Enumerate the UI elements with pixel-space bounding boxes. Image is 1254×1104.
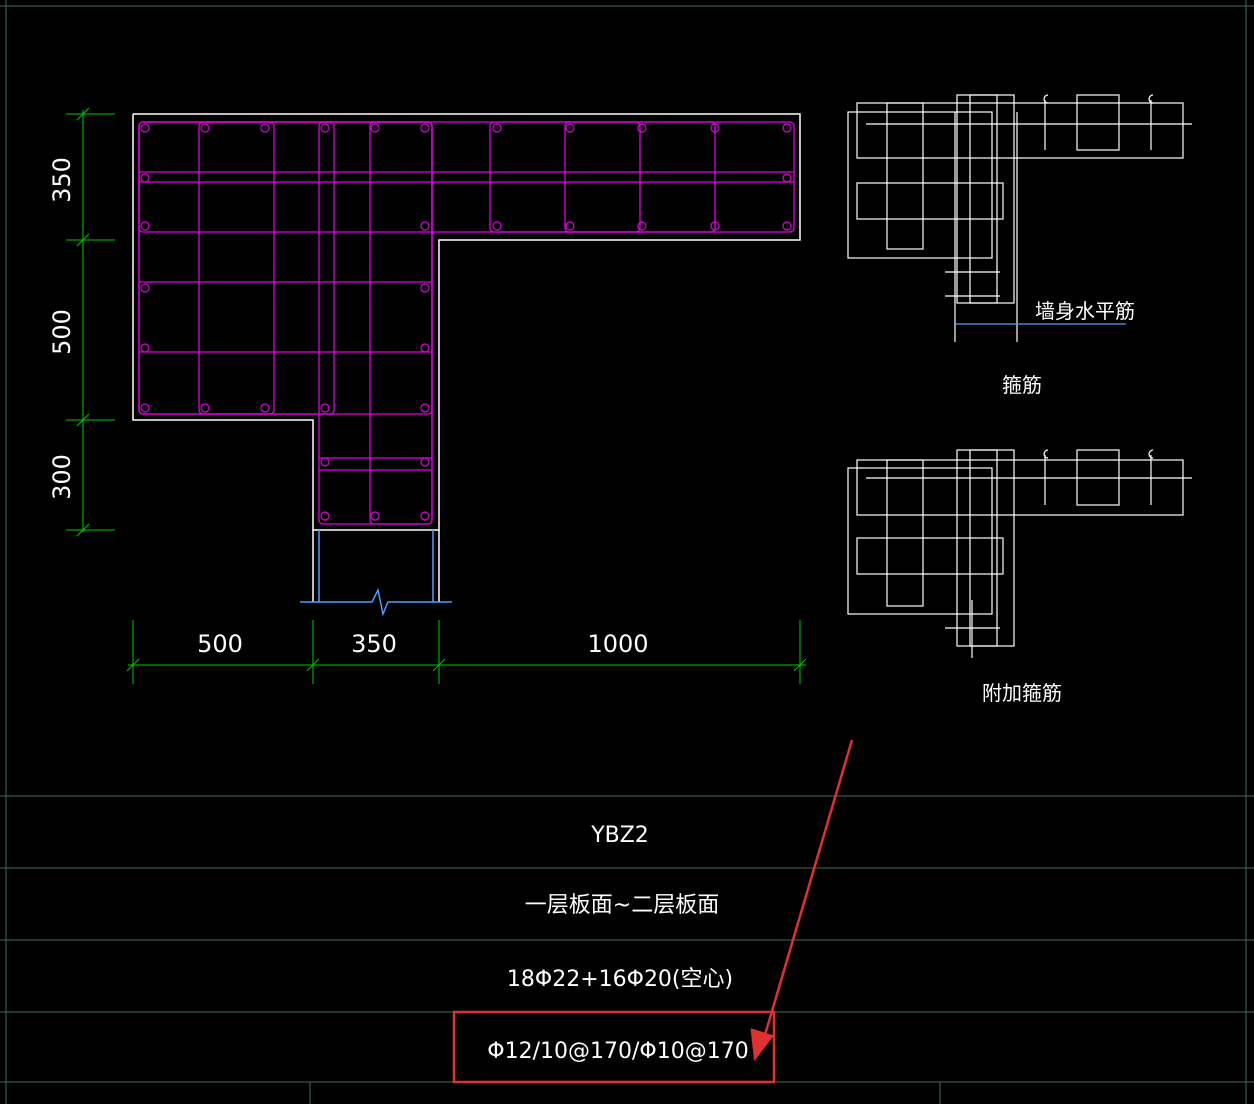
stirrup-reinforcement: Φ12/10@170/Φ10@170 [487,1039,748,1064]
dimension-labels: 350 500 300 500 350 1000 [48,157,649,658]
rebar-bar [492,123,502,133]
dim-vertical-3: 300 [48,454,76,500]
label-wall-horizontal-bar: 墙身水平筋 [1035,299,1135,323]
longitudinal-reinforcement: 18Φ22+16Φ20(空心) [507,967,733,992]
annotation-arrow [750,739,854,1062]
rebar-bar [200,403,210,413]
dim-horizontal-3: 1000 [587,630,648,658]
rebar-bar [260,403,270,413]
rebar-bar [782,123,792,133]
rebar-layout [138,121,795,525]
rebar-bar [492,221,502,231]
label-stirrup: 箍筋 [1002,373,1042,397]
rebar-bar [140,403,150,413]
rebar-bar [710,123,720,133]
rebar-bar [320,511,330,521]
rebar-bar [370,511,380,521]
highlight-box [452,1010,776,1084]
rebar-bar [260,123,270,133]
rebar-bar [420,457,430,467]
rebar-bar [782,221,792,231]
rebar-bar [320,403,330,413]
rebar-bar [782,173,792,183]
dim-horizontal-1: 500 [197,630,243,658]
rebar-bar [140,221,150,231]
rebar-bar [420,403,430,413]
rebar-bar [420,123,430,133]
rebar-bar [140,283,150,293]
column-name: YBZ2 [590,823,649,848]
stirrup-detail [847,94,1192,342]
elevation-range: 一层板面~二层板面 [525,893,719,918]
rebar-bar [565,221,575,231]
rebar-bar [320,123,330,133]
dim-horizontal-2: 350 [351,630,397,658]
rebar-bar [320,457,330,467]
rebar-bar [140,123,150,133]
dim-vertical-2: 500 [48,309,76,355]
label-additional-stirrup: 附加箍筋 [982,681,1062,705]
break-line [300,530,452,617]
rebar-bar [140,173,150,183]
rebar-bar [370,123,380,133]
longitudinal-bars [140,123,792,521]
rebar-bar [200,123,210,133]
rebar-bar [710,221,720,231]
rebar-bar [420,511,430,521]
rebar-bar [637,123,647,133]
rebar-bar [565,123,575,133]
rebar-bar [420,283,430,293]
rebar-bar [140,343,150,353]
dim-vertical-1: 350 [48,157,76,203]
rebar-bar [420,221,430,231]
dimension-lines [66,107,807,684]
column-outline [132,113,801,602]
rebar-bar [637,221,647,231]
additional-stirrup-detail [847,449,1192,658]
rebar-bar [420,343,430,353]
